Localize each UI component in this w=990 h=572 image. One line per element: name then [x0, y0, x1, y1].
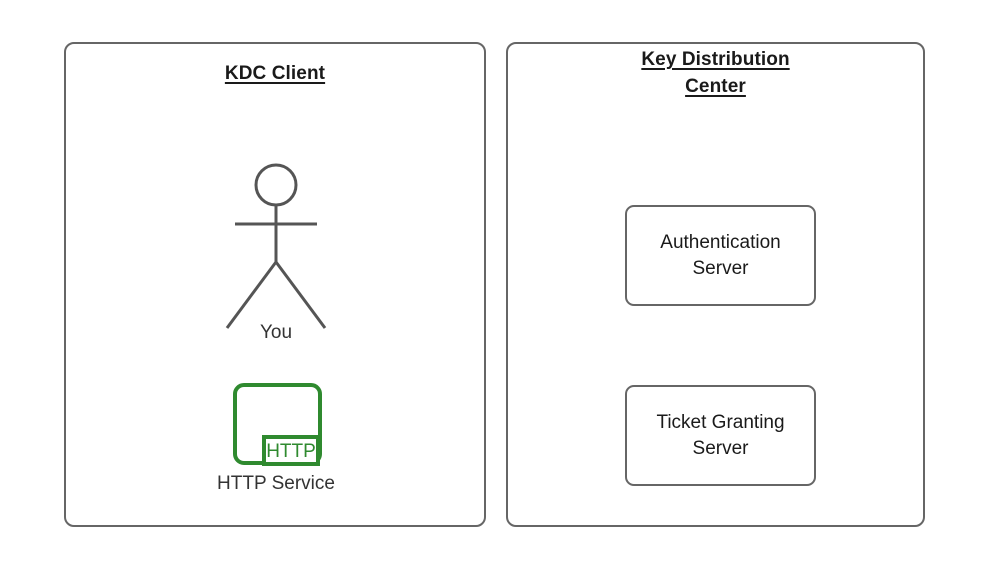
ticket-granting-server-line2: Server: [692, 437, 749, 459]
box-authentication-server[interactable]: Authentication Server: [625, 205, 816, 306]
stick-figure-icon: [196, 155, 356, 355]
http-service-label: HTTP Service: [217, 473, 335, 494]
http-badge-text: HTTP: [266, 441, 316, 462]
stick-figure-leg-right: [274, 261, 327, 329]
stick-figure-head: [254, 163, 298, 207]
panel-title-kdc-client-line1: KDC Client: [224, 63, 326, 84]
actor-label-you: You: [259, 322, 293, 343]
stick-figure-leg-left: [225, 261, 278, 329]
panel-title-kdc-client: KDC Client: [64, 60, 486, 87]
ticket-granting-server-line1: Ticket Granting: [656, 411, 785, 433]
panel-title-kdc-line1: Key Distribution: [641, 49, 790, 70]
http-service-icon: HTTP: [228, 378, 326, 470]
http-badge-box: [262, 435, 320, 466]
panel-title-key-distribution-center: Key Distribution Center: [506, 46, 925, 100]
box-ticket-granting-server[interactable]: Ticket Granting Server: [625, 385, 816, 486]
authentication-server-line1: Authentication: [660, 231, 781, 253]
authentication-server-line2: Server: [692, 257, 749, 279]
panel-title-kdc-line2: Center: [685, 76, 746, 97]
